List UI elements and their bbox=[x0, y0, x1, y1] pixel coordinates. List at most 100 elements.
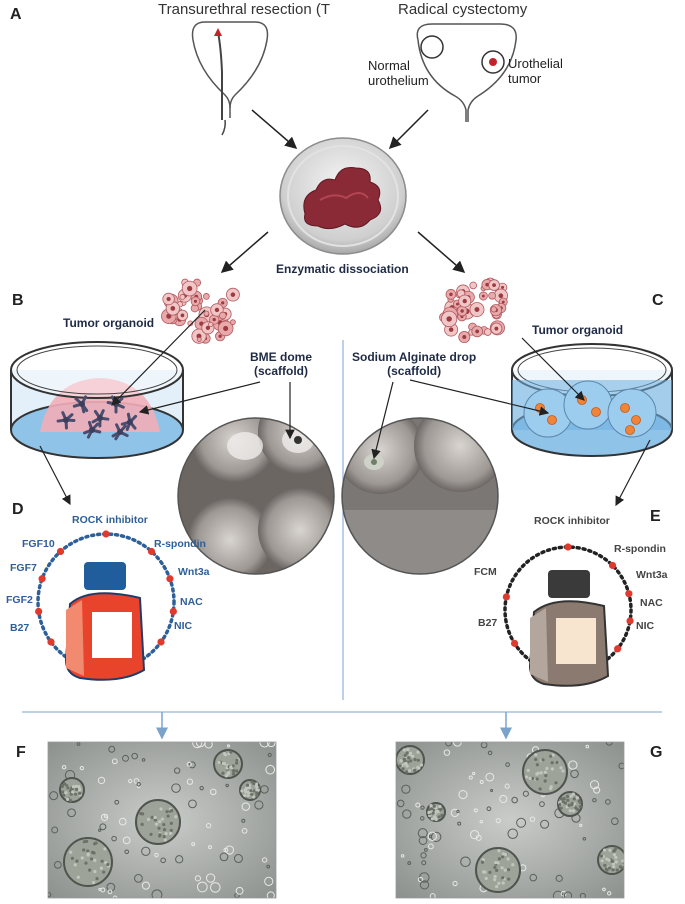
micrograph-texture bbox=[64, 791, 68, 795]
micrograph-texture bbox=[255, 785, 259, 789]
petri-dish-tissue bbox=[279, 137, 407, 255]
micrograph-texture bbox=[149, 832, 153, 836]
micrograph-cell bbox=[261, 857, 268, 863]
micrograph-cell bbox=[423, 847, 428, 852]
micrograph-cell bbox=[421, 860, 427, 866]
organoid-nucleus bbox=[170, 306, 176, 311]
micrograph-texture bbox=[82, 848, 86, 852]
micrograph-texture bbox=[427, 810, 431, 815]
tumor-organoid-label-right: Tumor organoid bbox=[532, 323, 624, 337]
micrograph-texture bbox=[524, 775, 529, 779]
micrograph-texture bbox=[174, 815, 178, 819]
micrograph-texture bbox=[229, 765, 233, 769]
micrograph-texture bbox=[488, 870, 492, 875]
organoid-cell bbox=[218, 311, 227, 320]
drop-organoid bbox=[591, 407, 601, 417]
micrograph-cell bbox=[417, 828, 428, 839]
micrograph-texture bbox=[71, 785, 76, 789]
tumor-organoid-label-left: Tumor organoid bbox=[63, 316, 155, 330]
panel-label-e: E bbox=[650, 508, 661, 525]
arrow-to-right-organoid bbox=[417, 231, 466, 273]
arrow-to-left-organoid bbox=[220, 231, 269, 273]
micrograph-cell bbox=[219, 852, 229, 862]
micrograph-texture bbox=[405, 751, 409, 755]
micrograph-cell bbox=[114, 799, 120, 805]
organoid-nucleus bbox=[218, 334, 222, 338]
micrograph-cell bbox=[417, 876, 424, 883]
micrograph-cell bbox=[205, 873, 216, 883]
organoid-nucleus bbox=[485, 282, 489, 287]
micrograph-cell bbox=[504, 783, 510, 789]
micrograph-texture bbox=[611, 862, 615, 866]
micrograph-cell bbox=[188, 761, 196, 769]
micrograph-texture bbox=[572, 797, 576, 801]
micrograph-cell bbox=[194, 875, 202, 882]
micrograph-texture bbox=[530, 776, 535, 780]
micrograph-texture bbox=[612, 853, 616, 857]
enzymatic-dissociation-label: Enzymatic dissociation bbox=[276, 262, 409, 276]
micrograph-texture bbox=[511, 863, 515, 867]
micrograph-cell bbox=[618, 762, 624, 770]
arrow-alginate-to-dish bbox=[409, 379, 550, 416]
micrograph-cell bbox=[430, 831, 442, 843]
micrograph-cell bbox=[106, 882, 116, 892]
cystectomy-title: Radical cystectomy bbox=[398, 1, 528, 18]
micrograph-cell bbox=[205, 822, 212, 829]
micrograph-texture bbox=[162, 835, 166, 839]
micrograph-texture bbox=[561, 800, 565, 804]
micrograph-texture bbox=[433, 815, 437, 819]
micrograph-texture bbox=[95, 877, 99, 881]
micrograph-cell bbox=[264, 876, 274, 886]
dome-organoid bbox=[89, 427, 95, 433]
micrograph-texture bbox=[571, 792, 575, 796]
micrograph-texture bbox=[496, 861, 500, 865]
micrograph-cell bbox=[516, 817, 527, 828]
factor-dot bbox=[614, 645, 622, 653]
arrow-dish-to-medium-e bbox=[615, 439, 651, 507]
micrograph-texture bbox=[494, 861, 498, 865]
micrograph-cell bbox=[235, 886, 244, 895]
factor-e-nac: NAC bbox=[640, 597, 663, 609]
micrograph-texture bbox=[535, 763, 539, 767]
micrograph-cell bbox=[487, 750, 493, 756]
micrograph-texture bbox=[245, 783, 250, 787]
arrow-alginate-to-photo bbox=[371, 381, 394, 460]
arrow-organoid-to-dome bbox=[111, 309, 206, 406]
micrograph-cell bbox=[267, 752, 272, 758]
micrograph-texture bbox=[549, 754, 553, 758]
micrograph-texture bbox=[169, 821, 173, 825]
micrograph-cell bbox=[479, 779, 484, 785]
micrograph-texture bbox=[73, 863, 77, 867]
micrograph-texture bbox=[74, 784, 78, 789]
micrograph-texture bbox=[567, 803, 571, 807]
organoid-cell bbox=[179, 294, 186, 300]
drop-organoid bbox=[631, 415, 641, 425]
alginate-drop-label: Sodium Alginate drop(scaffold) bbox=[352, 350, 477, 378]
micrograph-texture bbox=[408, 752, 412, 757]
micrograph-texture bbox=[539, 771, 543, 775]
factor-d-nac: NAC bbox=[180, 596, 203, 608]
micrograph-cell bbox=[452, 880, 458, 887]
micrograph-texture bbox=[605, 868, 609, 872]
micrograph-cell bbox=[175, 855, 184, 864]
organoid-nucleus bbox=[212, 317, 216, 322]
micrograph-texture bbox=[90, 850, 95, 854]
micrograph-cell bbox=[458, 790, 468, 800]
drop-organoid bbox=[625, 425, 635, 435]
factor-e-rspondin: R-spondin bbox=[614, 543, 666, 555]
micrograph-cell bbox=[108, 745, 116, 753]
micrograph-cell bbox=[100, 813, 109, 821]
micrograph-cell bbox=[241, 827, 248, 834]
micrograph-texture bbox=[413, 768, 417, 772]
micrograph-texture bbox=[497, 857, 501, 861]
organoid-cell bbox=[202, 293, 210, 300]
factor-dot bbox=[102, 530, 110, 538]
organoid-nucleus bbox=[446, 316, 452, 322]
factor-e-fcm: FCM bbox=[474, 566, 497, 578]
micrograph-texture bbox=[166, 814, 170, 818]
factor-dot bbox=[35, 607, 43, 616]
organoid-nucleus bbox=[180, 313, 185, 318]
micrograph-cell bbox=[400, 854, 405, 858]
micrograph-texture bbox=[150, 815, 154, 819]
micrograph-texture bbox=[566, 798, 570, 802]
